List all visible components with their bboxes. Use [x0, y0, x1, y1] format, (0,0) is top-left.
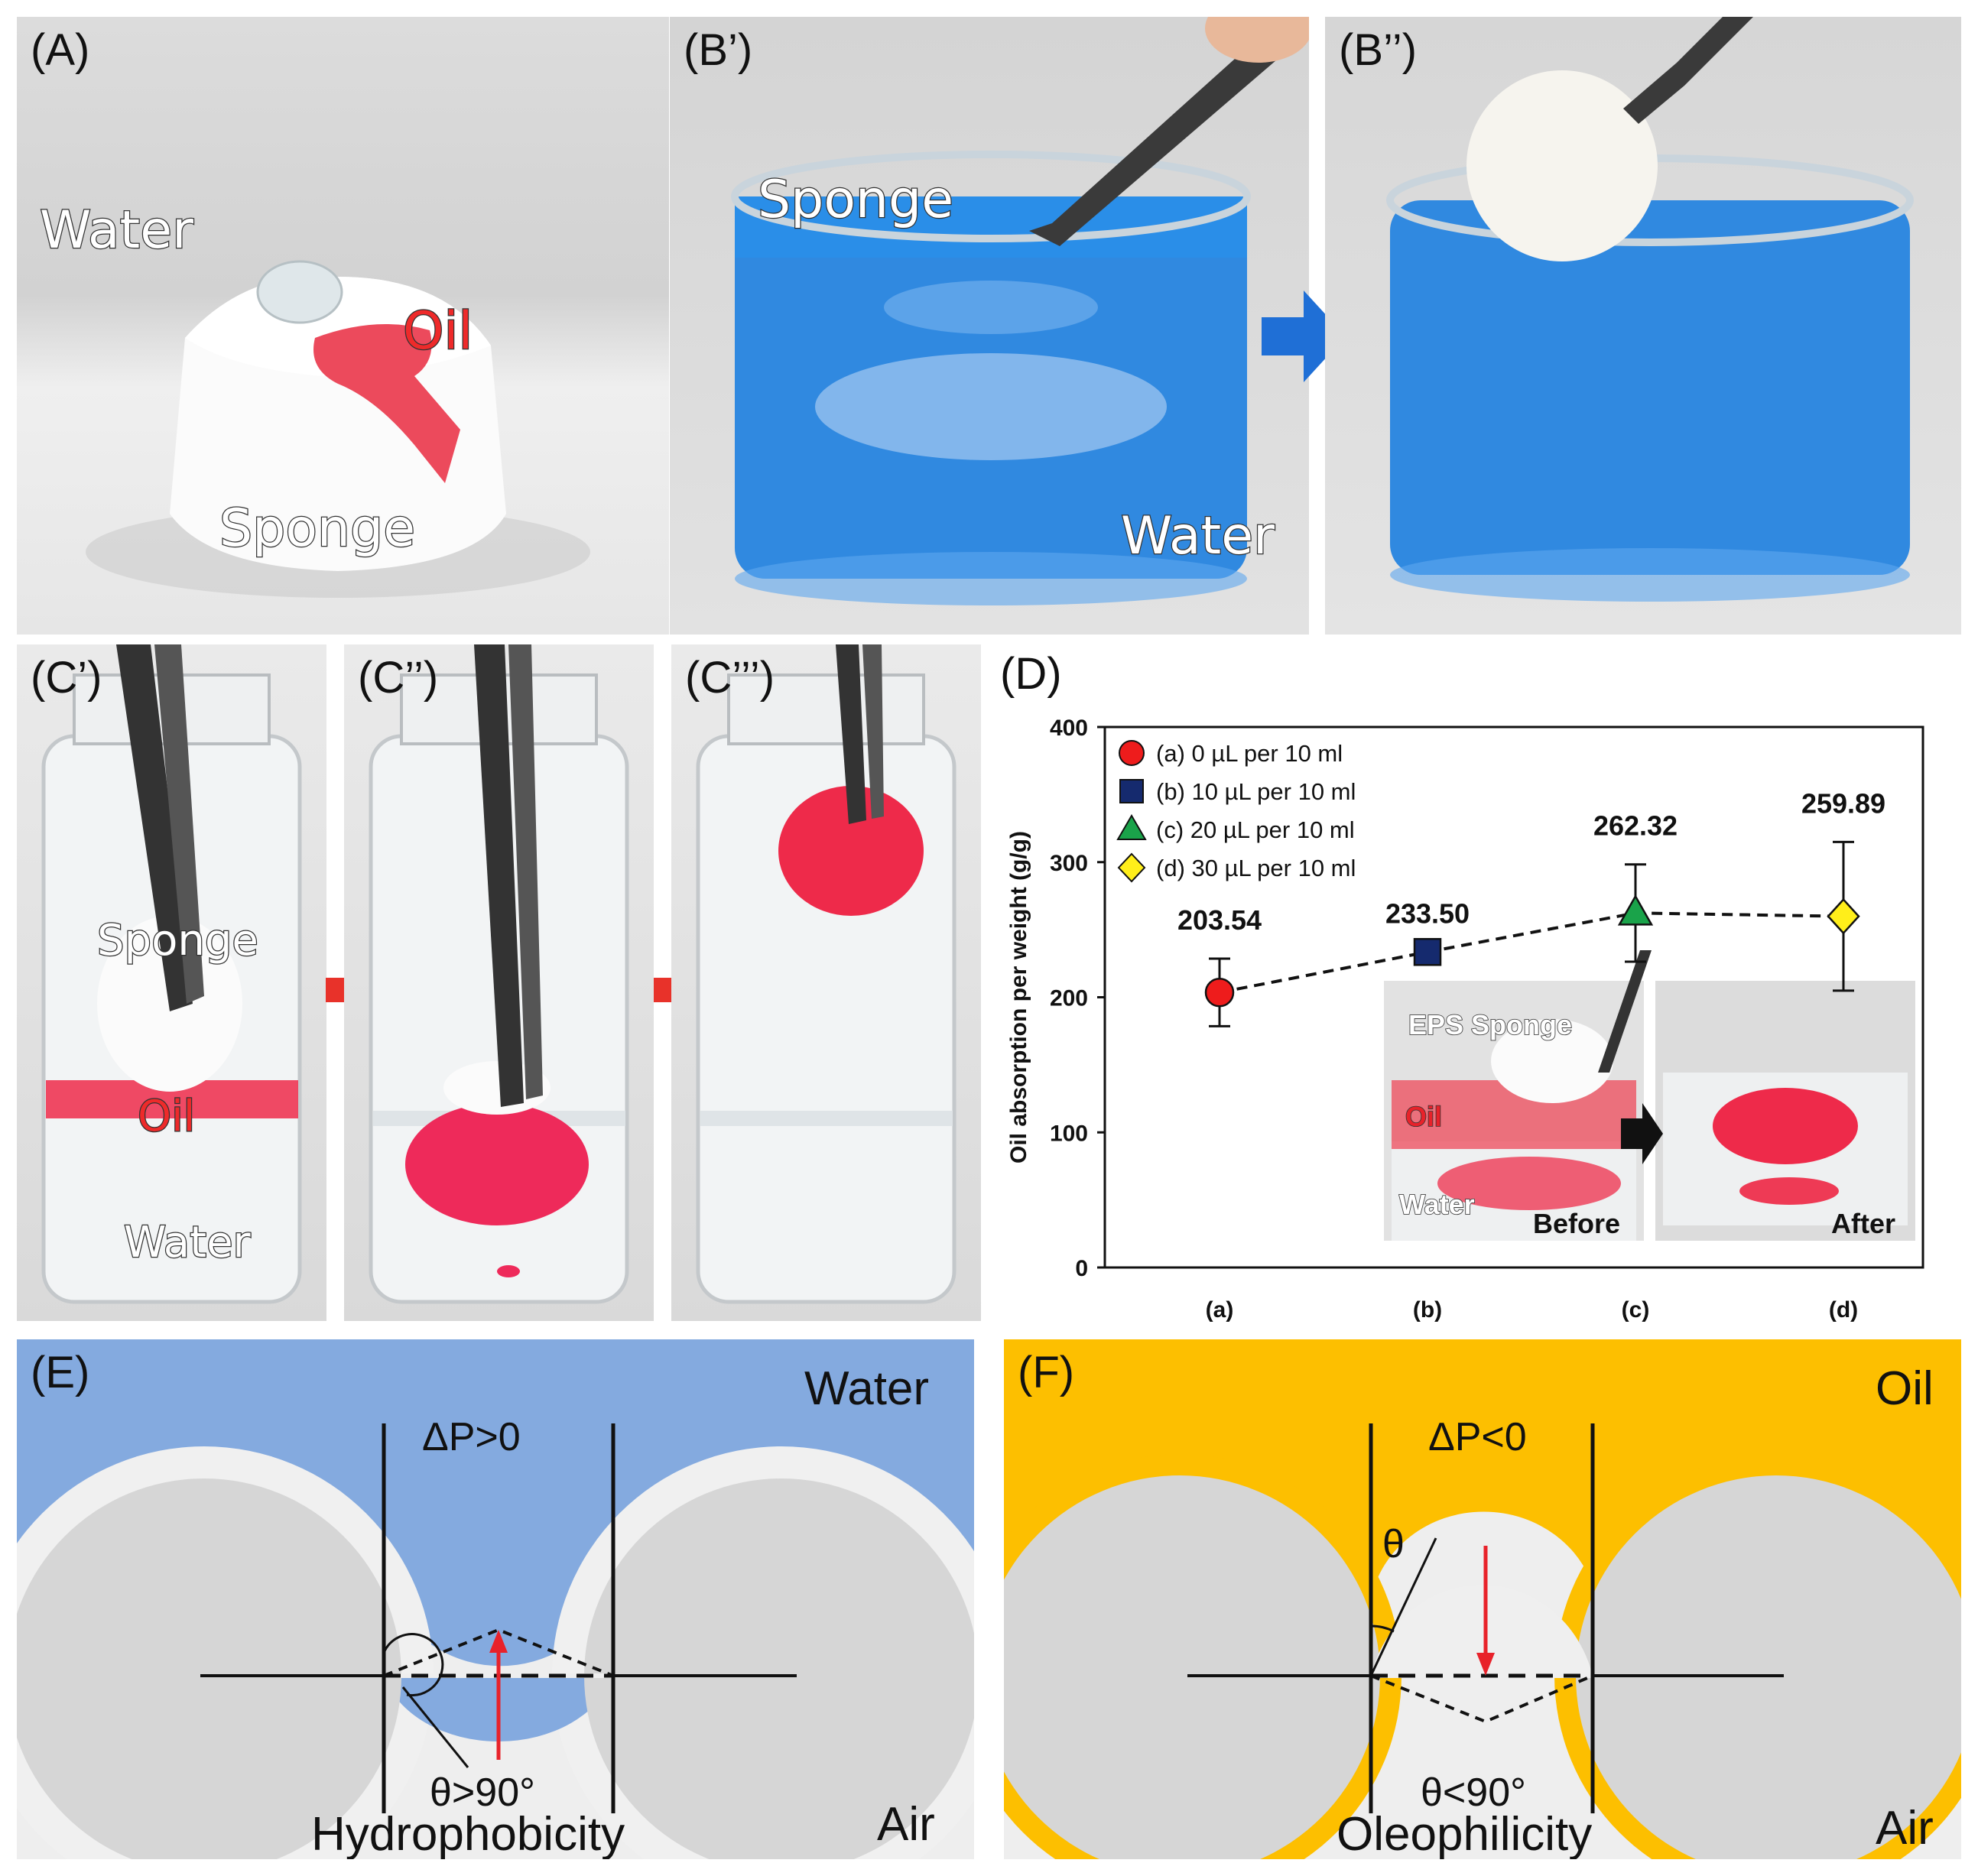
blue-arrow-icon	[1262, 290, 1346, 382]
inset-photos	[1384, 950, 1915, 1241]
panel-f: ΔP<0 θ θ<90° Oleophilicity Oil Air (F)	[1004, 1339, 1961, 1859]
x-tick-label: (a)	[1206, 1297, 1234, 1323]
medium-top-label: Oil	[1876, 1362, 1934, 1415]
water-label: Water	[123, 1217, 252, 1269]
y-tick-label: 200	[1050, 986, 1088, 1011]
panel-c1-photo	[41, 644, 302, 1304]
panel-a: (A) Water Oil Sponge	[17, 17, 669, 635]
panel-c1: (C’) Sponge Oil Water	[17, 644, 326, 1321]
panel-b2-photo	[1386, 17, 1914, 602]
panel-b1: (B’) Sponge Water	[670, 17, 1309, 635]
angle-label: θ<90°	[1421, 1771, 1526, 1815]
data-point	[1827, 897, 1860, 935]
legend-entry: (a) 0 µL per 10 ml	[1156, 740, 1343, 767]
oil-label: Oil	[137, 1091, 197, 1143]
data-label: 262.32	[1593, 810, 1678, 842]
sponge-label: Sponge	[219, 498, 417, 560]
pressure-label: ΔP>0	[422, 1415, 521, 1459]
data-point	[1204, 977, 1235, 1008]
panel-c3-photo	[696, 644, 957, 1304]
x-tick-label: (c)	[1622, 1297, 1650, 1323]
angle-label: θ>90°	[430, 1771, 535, 1815]
legend-marker	[1119, 779, 1144, 803]
oil-label: Oil	[402, 300, 474, 363]
legend-entry: (b) 10 µL per 10 ml	[1156, 778, 1356, 805]
panel-a-photo	[86, 260, 590, 598]
inset-before-label: Before	[1533, 1208, 1620, 1239]
absorption-chart: EPS Sponge Oil Water Before After 0 100 20…	[1006, 716, 1924, 1323]
panel-label: (B’)	[684, 25, 753, 75]
diagram-title: Oleophilicity	[1337, 1808, 1592, 1859]
inset-water-label: Water	[1399, 1189, 1475, 1220]
data-label: 203.54	[1177, 904, 1262, 936]
pressure-label: ΔP<0	[1428, 1415, 1527, 1459]
panel-b1-photo	[731, 17, 1309, 605]
data-label: 259.89	[1801, 787, 1885, 819]
y-tick-label: 300	[1050, 851, 1088, 876]
legend-marker	[1119, 740, 1145, 766]
data-point	[1413, 938, 1442, 966]
panel-d: (D) EPS Sponge Oil Water Before After 0 1…	[986, 644, 1973, 1340]
oleophilic-diagram: ΔP<0 θ θ<90° Oleophilicity Oil Air	[1004, 1339, 1961, 1859]
water-label: Water	[39, 200, 195, 262]
legend-marker	[1117, 852, 1146, 883]
water-label: Water	[1120, 505, 1276, 568]
data-label: 233.50	[1385, 897, 1470, 929]
panel-label: (A)	[31, 25, 90, 75]
panel-label: (F)	[1018, 1348, 1075, 1397]
panel-label: (D)	[1000, 649, 1062, 699]
y-axis-label: Oil absorption per weight (g/g)	[1006, 831, 1031, 1164]
sponge-label: Sponge	[757, 169, 955, 232]
x-tick-label: (d)	[1829, 1297, 1858, 1323]
panel-c3: (C’’’)	[671, 644, 981, 1321]
inset-after-label: After	[1831, 1208, 1895, 1239]
panel-label: (C’’)	[358, 653, 439, 703]
panel-label: (E)	[31, 1348, 90, 1397]
medium-bottom-label: Air	[877, 1798, 935, 1851]
inset-oil-label: Oil	[1405, 1101, 1442, 1132]
panel-c2: (C’’)	[344, 644, 654, 1321]
data-point	[1617, 894, 1654, 926]
y-tick-label: 100	[1050, 1121, 1088, 1146]
medium-bottom-label: Air	[1876, 1802, 1934, 1855]
panel-label: (C’’’)	[685, 653, 775, 703]
angle-symbol: θ	[1382, 1522, 1405, 1566]
legend-entry: (c) 20 µL per 10 ml	[1156, 816, 1355, 843]
panel-e: ΔP>0 θ>90° Hydrophobicity Water Air (E)	[17, 1339, 974, 1859]
x-tick-label: (b)	[1413, 1297, 1442, 1323]
medium-top-label: Water	[804, 1362, 929, 1415]
panel-c2-photo	[369, 644, 629, 1304]
panel-label: (C’)	[31, 653, 102, 703]
legend-marker	[1116, 814, 1147, 840]
sponge-label: Sponge	[96, 915, 259, 967]
y-tick-label: 400	[1050, 716, 1088, 741]
y-tick-label: 0	[1075, 1256, 1088, 1281]
panel-label: (B’’)	[1339, 25, 1418, 75]
hydrophobic-diagram: ΔP>0 θ>90° Hydrophobicity Water Air	[17, 1339, 974, 1859]
diagram-title: Hydrophobicity	[311, 1808, 625, 1859]
legend-entry: (d) 30 µL per 10 ml	[1156, 855, 1356, 881]
panel-b2: (B’’)	[1325, 17, 1961, 635]
trend-line	[1219, 911, 1844, 995]
inset-sponge-label: EPS Sponge	[1408, 1009, 1572, 1040]
